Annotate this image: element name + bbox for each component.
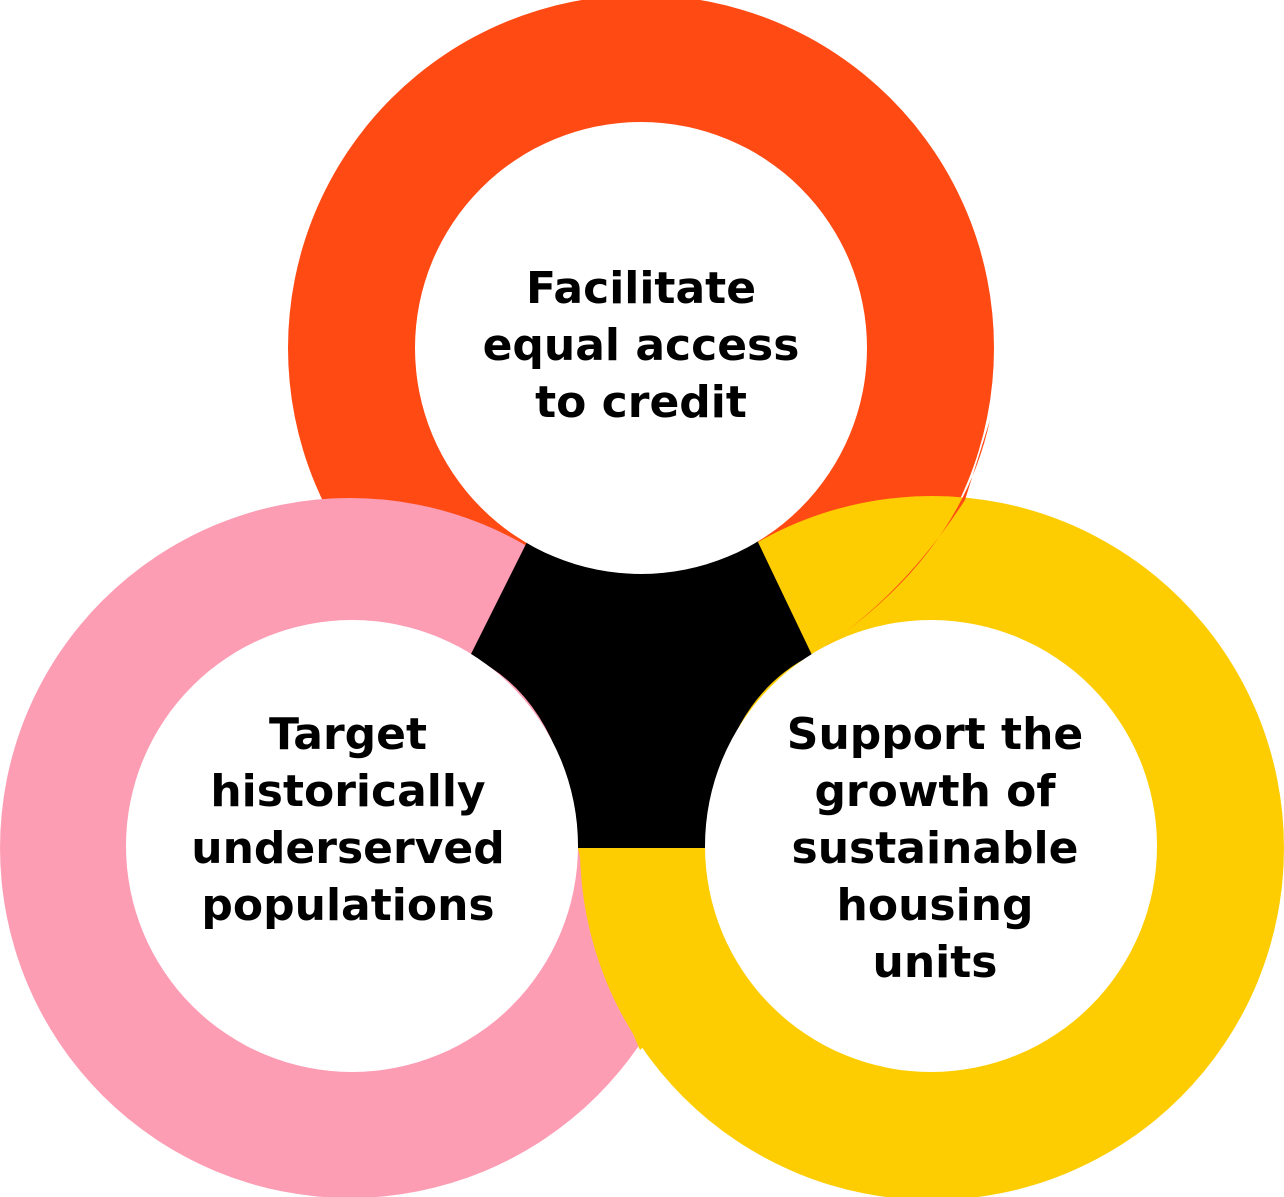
left-inner-circle [126,620,578,1072]
left-label-line: underserved [191,823,504,874]
top-inner-circle [415,122,867,574]
right-label-line: growth of [814,766,1056,817]
right-label-line: sustainable [792,823,1079,874]
right-label-line: Support the [787,709,1083,760]
top-label-line: Facilitate [526,263,756,314]
left-label-line: historically [210,766,485,817]
right-circle-label: Support the growth of sustainable housin… [787,709,1083,988]
left-circle-label: Target historically underserved populati… [191,709,504,931]
center-overlap-fill [470,540,812,848]
right-label-line: housing [837,880,1034,931]
top-circle-label: Facilitate equal access to credit [483,263,800,428]
right-ring-overlap-bottom [578,848,706,1050]
top-label-line: to credit [535,377,747,428]
left-label-line: populations [201,880,494,931]
top-label-line: equal access [483,320,800,371]
right-inner-circle [705,620,1157,1072]
right-label-line: units [873,937,998,988]
left-label-line: Target [269,709,427,760]
